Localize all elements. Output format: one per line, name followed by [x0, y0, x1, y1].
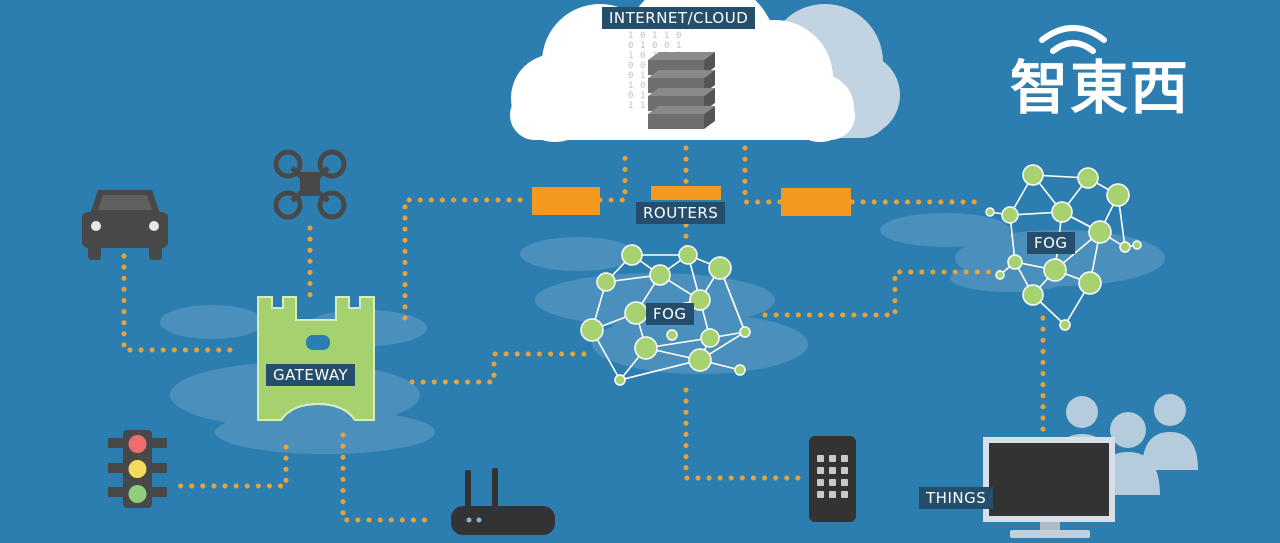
- connector-router-left-cloud: [597, 145, 628, 203]
- fog-node: [624, 301, 648, 325]
- connectors: [121, 145, 1046, 523]
- fog-right-nodes: [985, 164, 1142, 331]
- fog-node: [1119, 241, 1131, 253]
- fog-node: [1022, 164, 1044, 186]
- routers-label: ROUTERS: [636, 202, 726, 224]
- fog-node: [1106, 183, 1130, 207]
- fog-center-label: FOG: [646, 303, 694, 325]
- gateway-label: GATEWAY: [266, 364, 356, 386]
- fog-node: [649, 264, 671, 286]
- car-icon: [82, 190, 168, 260]
- connector-gateway-fog: [409, 351, 593, 385]
- fog-right-label: FOG: [1027, 232, 1075, 254]
- fog-node: [634, 336, 658, 360]
- connector-gateway-traffic: [177, 444, 289, 489]
- fog-node: [995, 270, 1005, 280]
- connector-fog-phone: [683, 387, 811, 481]
- watermark-logo: 智東西: [1010, 54, 1191, 122]
- monitor-icon: [983, 437, 1115, 538]
- gateway-castle-icon: [257, 296, 375, 421]
- fog-node: [985, 207, 995, 217]
- fog-node: [1078, 271, 1102, 295]
- connector-gateway-router: [340, 432, 435, 523]
- fog-node: [1077, 167, 1099, 189]
- fog-network-right: [985, 164, 1142, 331]
- connector-gateway-router-left: [402, 197, 533, 321]
- fog-node: [596, 272, 616, 292]
- router-block-right: [781, 188, 851, 216]
- smartphone-icon: [809, 436, 856, 522]
- fog-node: [1043, 258, 1067, 282]
- fog-node: [614, 374, 626, 386]
- connector-car-gateway: [121, 253, 243, 353]
- connector-cloud-router-right: [742, 145, 783, 205]
- wifi-signal-icon: [1039, 25, 1107, 54]
- fog-node: [621, 244, 643, 266]
- wifi-router-icon: [451, 468, 555, 535]
- internet-cloud-label: INTERNET/CLOUD: [602, 7, 756, 29]
- fog-node: [700, 328, 720, 348]
- router-blocks: [532, 186, 851, 216]
- fog-node: [666, 329, 678, 341]
- fog-node: [708, 256, 732, 280]
- fog-node: [734, 364, 746, 376]
- fog-node: [1007, 254, 1023, 270]
- fog-node: [1088, 220, 1112, 244]
- server-stack-icon: [648, 52, 715, 129]
- fog-node: [678, 245, 698, 265]
- fog-node: [689, 289, 711, 311]
- fog-node: [1001, 206, 1019, 224]
- fog-node: [688, 348, 712, 372]
- traffic-light-icon: [108, 430, 167, 508]
- router-block-left: [532, 187, 600, 215]
- fog-node: [1051, 201, 1073, 223]
- drone-icon: [273, 149, 347, 220]
- gateway-castle-body: [257, 296, 375, 421]
- things-label: THINGS: [919, 487, 994, 509]
- fog-node: [1132, 240, 1142, 250]
- fog-node: [1059, 319, 1071, 331]
- fog-center-nodes: [580, 244, 751, 386]
- router-block-center: [651, 186, 721, 200]
- fog-node: [580, 318, 604, 342]
- connector-fog-fog: [762, 269, 1003, 318]
- fog-network-center: [580, 244, 751, 386]
- fog-node: [739, 326, 751, 338]
- fog-node: [1022, 284, 1044, 306]
